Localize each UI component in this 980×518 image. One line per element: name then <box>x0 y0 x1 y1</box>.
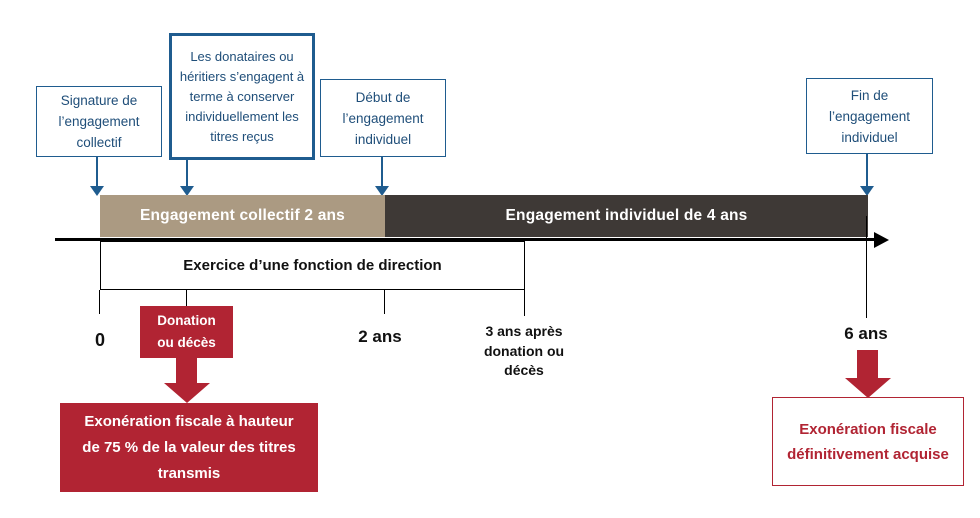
red-arrow-stem <box>857 350 878 379</box>
bar-engagement-individuel: Engagement individuel de 4 ans <box>385 195 868 237</box>
connector-line-debut <box>381 157 384 187</box>
callout-debut-engagement-individuel: Début de l’engagement individuel <box>320 79 446 157</box>
tick-2ans <box>384 290 386 314</box>
callout-signature-engagement-collectif: Signature de l’engagement collectif <box>36 86 162 157</box>
axis-label-2ans: 2 ans <box>358 327 402 346</box>
timeline-axis <box>55 238 876 241</box>
tick-6ans <box>866 216 868 318</box>
tick-0 <box>99 290 101 314</box>
bar-engagement-collectif: Engagement collectif 2 ans <box>100 195 385 237</box>
tick-donation <box>186 290 188 307</box>
red-arrow-stem <box>176 358 197 384</box>
down-arrow-icon <box>90 186 104 196</box>
exoneration-75-box: Exonération fiscale à hauteur de 75 % de… <box>60 403 318 492</box>
connector-line-fin <box>866 154 869 187</box>
donation-deces-box: Donation ou décès <box>140 306 233 358</box>
red-down-arrow-icon <box>845 378 891 398</box>
down-arrow-icon <box>860 186 874 196</box>
exoneration-definitive-box: Exonération fiscale définitivement acqui… <box>772 397 964 486</box>
red-down-arrow-icon <box>164 383 210 403</box>
connector-line-donataires <box>186 160 189 187</box>
axis-label-6ans: 6 ans <box>844 324 888 343</box>
down-arrow-icon <box>180 186 194 196</box>
function-direction-box: Exercice d’une fonction de direction <box>100 241 525 290</box>
tick-3ans <box>524 290 526 316</box>
axis-label-0: 0 <box>94 330 105 350</box>
axis-label-3ans-apres: 3 ans après donation ou décès <box>483 323 565 378</box>
callout-fin-engagement-individuel: Fin de l’engagement individuel <box>806 78 933 154</box>
callout-donataires-heritiers: Les donataires ou héritiers s’engagent à… <box>169 33 315 160</box>
right-arrow-icon <box>874 232 889 248</box>
connector-line-signature <box>96 157 99 187</box>
down-arrow-icon <box>375 186 389 196</box>
